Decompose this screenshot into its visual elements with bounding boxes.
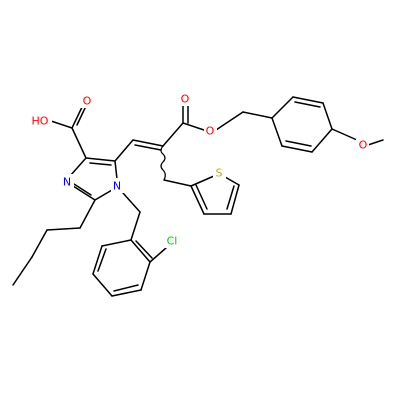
bond [134, 144, 162, 151]
bond [230, 184, 240, 215]
atom-ester-o: O [204, 123, 217, 138]
atom-label: Cl [167, 235, 178, 248]
bond [72, 185, 96, 201]
bond [271, 117, 283, 147]
bond [69, 157, 87, 177]
atom-label: S [216, 167, 223, 180]
bond [311, 128, 333, 153]
bond [292, 96, 324, 104]
bond [149, 247, 167, 263]
atom-thiophene-s: S [213, 165, 226, 180]
bond [162, 122, 184, 147]
atom-acid-carbonyl-o: O [80, 93, 93, 108]
bond [281, 145, 313, 153]
bond [140, 261, 151, 291]
atom-label: O [83, 95, 92, 108]
atom-label: O [359, 139, 368, 152]
atom-label: O [181, 93, 190, 106]
bond [215, 111, 244, 131]
bond [122, 192, 141, 213]
atom-chloro: Cl [164, 233, 181, 248]
bond [71, 127, 87, 159]
bond [46, 227, 81, 231]
bond [132, 139, 164, 147]
bond [294, 101, 321, 108]
bond [89, 162, 112, 166]
wavy-bond [160, 145, 166, 181]
bonds [12, 96, 384, 297]
atom-label: HO [32, 115, 49, 128]
bond [135, 240, 153, 259]
bond [101, 239, 132, 247]
bond [190, 185, 205, 215]
bond [322, 102, 333, 130]
bond [97, 248, 107, 272]
atom-hydroxyl: HO [27, 113, 52, 128]
bond [113, 284, 139, 292]
bond [73, 183, 92, 196]
atom-label: N [63, 176, 71, 189]
bond [224, 176, 240, 186]
atom-imidazole-n1: N [111, 178, 124, 193]
bond [285, 140, 312, 147]
bond [71, 104, 84, 129]
bond [92, 273, 113, 297]
bond [94, 189, 113, 201]
atom-label: N [113, 180, 121, 193]
bond [130, 239, 151, 263]
atom-methoxy-o: O [356, 137, 369, 152]
bond [92, 245, 103, 275]
atom-labels: HO O O O O N N S [27, 91, 369, 248]
bond [195, 184, 208, 210]
bond [130, 211, 141, 241]
bond [242, 111, 273, 119]
bond [111, 289, 142, 297]
bond [76, 105, 87, 126]
bond [50, 120, 73, 129]
atom-label: O [206, 125, 215, 138]
bond [190, 175, 215, 187]
atom-ester-carbonyl-o: O [179, 91, 192, 106]
bond [12, 256, 33, 286]
bond [367, 139, 384, 146]
bond [79, 199, 96, 229]
bond [163, 179, 192, 187]
bond [182, 122, 205, 131]
bond [114, 160, 118, 180]
bond [85, 157, 116, 162]
bond [331, 128, 358, 141]
bond [31, 229, 48, 258]
atom-imidazole-n3: N [61, 174, 74, 189]
bond [271, 96, 294, 119]
bond [226, 185, 235, 210]
bond [114, 139, 134, 162]
